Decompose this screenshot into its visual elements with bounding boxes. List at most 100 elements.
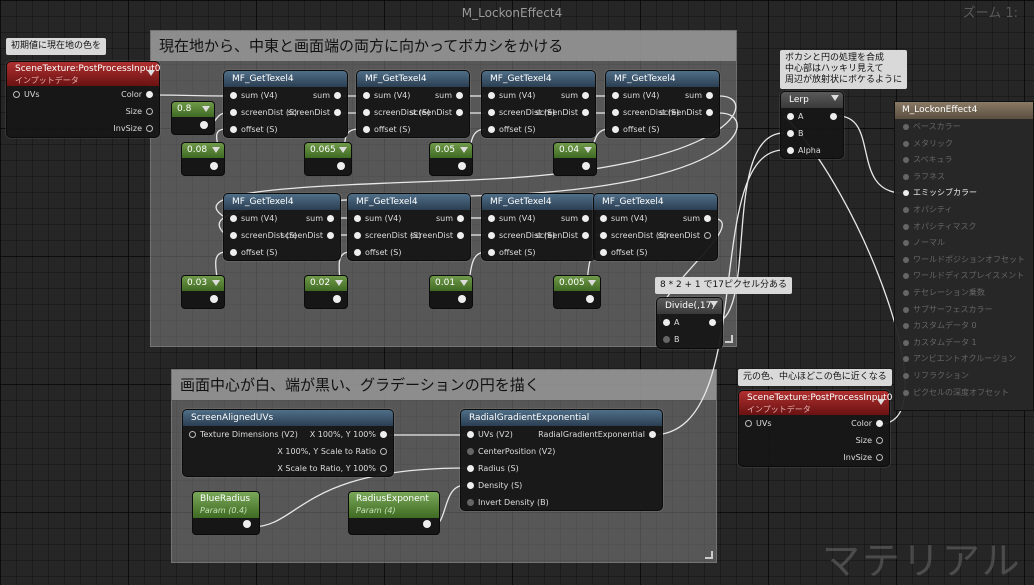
pin-in[interactable]: offset (S) (600, 244, 648, 261)
chevron-down-icon[interactable] (339, 147, 347, 153)
output-pin[interactable] (423, 520, 431, 528)
constant-node[interactable]: 0.005 (553, 275, 601, 309)
pin-out[interactable]: sum (435, 87, 463, 104)
pin-in[interactable]: screenDist (S) (612, 104, 679, 121)
pin-alpha[interactable]: Alpha (787, 142, 821, 159)
result-pin[interactable]: スペキュラ (895, 152, 1033, 169)
scene-texture-node[interactable]: SceneTexture:PostProcessInput0 インプットデータ … (6, 61, 160, 138)
pin-invsize[interactable]: InvSize (113, 120, 153, 137)
output-pin[interactable] (586, 295, 594, 303)
pin-in[interactable]: offset (S) (354, 244, 402, 261)
constant-value[interactable]: 0.04 (554, 143, 596, 158)
constant-node[interactable]: 0.8 (171, 101, 215, 135)
pin-in[interactable]: offset (S) (488, 121, 536, 138)
constant-value[interactable]: 0.065 (305, 143, 351, 158)
result-pin[interactable]: エミッシブカラー (895, 185, 1033, 202)
constant-node[interactable]: 0.01 (429, 275, 473, 309)
pin-out[interactable]: sum (683, 210, 711, 227)
result-pin[interactable]: ワールドディスプレイスメント (895, 268, 1033, 285)
chevron-down-icon[interactable] (335, 280, 343, 286)
constant-value[interactable]: 0.02 (305, 276, 347, 291)
result-pin[interactable]: ワールドポジションオフセット (895, 252, 1033, 269)
pin-in[interactable]: offset (S) (612, 121, 660, 138)
node-header[interactable]: RadialGradientExponential (461, 410, 662, 426)
pin-out[interactable] (705, 314, 716, 331)
pin-size[interactable]: Size (126, 103, 153, 120)
pin-in[interactable]: offset (S) (488, 244, 536, 261)
pin-out[interactable]: sum (313, 87, 341, 104)
result-pin[interactable]: メタリック (895, 136, 1033, 153)
constant-node[interactable]: 0.03 (181, 275, 225, 309)
pin-in[interactable]: screenDist (S) (230, 104, 297, 121)
pin-invsize[interactable]: InvSize (843, 449, 883, 466)
chevron-down-icon[interactable] (831, 95, 839, 101)
pin-in[interactable]: screenDist (S) (488, 227, 555, 244)
resize-grip[interactable] (705, 551, 713, 559)
node-header[interactable]: MF_GetTexel4 (224, 194, 340, 210)
chevron-down-icon[interactable] (460, 280, 468, 286)
node-header[interactable]: MF_GetTexel4 (224, 71, 347, 87)
pin-in[interactable]: offset (S) (230, 244, 278, 261)
node-header[interactable]: MF_GetTexel4 (482, 194, 595, 210)
pin-out[interactable]: screenDist (281, 227, 334, 244)
pin-a[interactable]: A (663, 314, 679, 331)
lerp-node[interactable]: Lerp A B Alpha (780, 91, 844, 159)
pin-a[interactable]: A (787, 108, 803, 125)
pin-out[interactable]: screenDist (536, 227, 589, 244)
pin-uvs[interactable]: UVs (745, 415, 772, 432)
pin-out[interactable]: X Scale to Ratio, Y 100% (277, 460, 387, 477)
constant-node[interactable]: 0.065 (304, 142, 352, 176)
note-initial-color[interactable]: 初期値に現在地の色を (6, 38, 107, 55)
result-pin[interactable]: オパシティマスク (895, 219, 1033, 236)
scene-texture-header[interactable]: SceneTexture:PostProcessInput0 インプットデータ (739, 391, 892, 415)
result-pin[interactable]: オパシティ (895, 202, 1033, 219)
result-pin[interactable]: サブサーフェスカラー (895, 302, 1033, 319)
result-pin[interactable]: テセレーション乗数 (895, 285, 1033, 302)
pin-in[interactable]: Invert Density (B) (467, 494, 549, 511)
pin-in[interactable]: offset (S) (230, 121, 278, 138)
pin-in[interactable]: UVs (V2) (467, 426, 513, 443)
chevron-down-icon[interactable] (877, 399, 885, 405)
output-pin[interactable] (458, 162, 466, 170)
pin-in[interactable]: sum (V4) (600, 210, 647, 227)
result-pin[interactable]: ベースカラー (895, 119, 1033, 136)
chevron-down-icon[interactable] (212, 147, 220, 153)
note-original-color[interactable]: 元の色、中心ほどこの色に近くなる (738, 369, 892, 386)
chevron-down-icon[interactable] (460, 147, 468, 153)
output-pin[interactable] (582, 162, 590, 170)
pin-in[interactable]: screenDist (S) (354, 227, 421, 244)
pin-out[interactable]: X 100%, Y 100% (310, 426, 387, 443)
pin-out[interactable]: sum (685, 87, 713, 104)
pin-in[interactable]: screenDist (S) (600, 227, 667, 244)
node-header[interactable]: MF_GetTexel4 (606, 71, 719, 87)
pin-out[interactable]: screenDist (536, 104, 589, 121)
pin-in[interactable]: screenDist (S) (363, 104, 430, 121)
gettexel-node[interactable]: MF_GetTexel4 sum (V4)sum screenDist (S)s… (356, 70, 470, 138)
constant-node[interactable]: 0.05 (429, 142, 473, 176)
pin-out[interactable]: screenDist (660, 104, 713, 121)
output-pin[interactable] (337, 162, 345, 170)
comment-title-gradient[interactable]: 画面中心が白、端が黒い、グラデーションの円を描く (172, 370, 716, 400)
note-lerp[interactable]: ボカシと円の処理を合成 中心部はハッキリ見えて 周辺が放射状にボケるように (780, 50, 908, 89)
pin-out[interactable]: screenDist (658, 227, 711, 244)
pin-uvs[interactable]: UVs (13, 86, 40, 103)
gettexel-node[interactable]: MF_GetTexel4 sum (V4)sum screenDist (S)s… (347, 193, 471, 261)
node-header[interactable]: MF_GetTexel4 (482, 71, 595, 87)
pin-in[interactable]: offset (S) (363, 121, 411, 138)
constant-node[interactable]: 0.04 (553, 142, 597, 176)
pin-out[interactable]: RadialGradientExponential (538, 426, 656, 443)
pin-in[interactable]: sum (V4) (354, 210, 401, 227)
comment-title-blur[interactable]: 現在地から、中東と画面端の両方に向かってボカシをかける (151, 31, 736, 61)
constant-value[interactable]: 0.05 (430, 143, 472, 158)
output-pin[interactable] (200, 121, 208, 129)
pin-color[interactable]: Color (121, 86, 153, 103)
material-result-node[interactable]: M_LockonEffect4 ベースカラーメタリックスペキュララフネスエミッシ… (894, 101, 1034, 411)
pin-in[interactable]: CenterPosition (V2) (467, 443, 555, 460)
node-header[interactable]: MF_GetTexel4 (357, 71, 469, 87)
pin-b[interactable]: B (787, 125, 804, 142)
chevron-down-icon[interactable] (710, 301, 718, 307)
chevron-down-icon[interactable] (584, 147, 592, 153)
